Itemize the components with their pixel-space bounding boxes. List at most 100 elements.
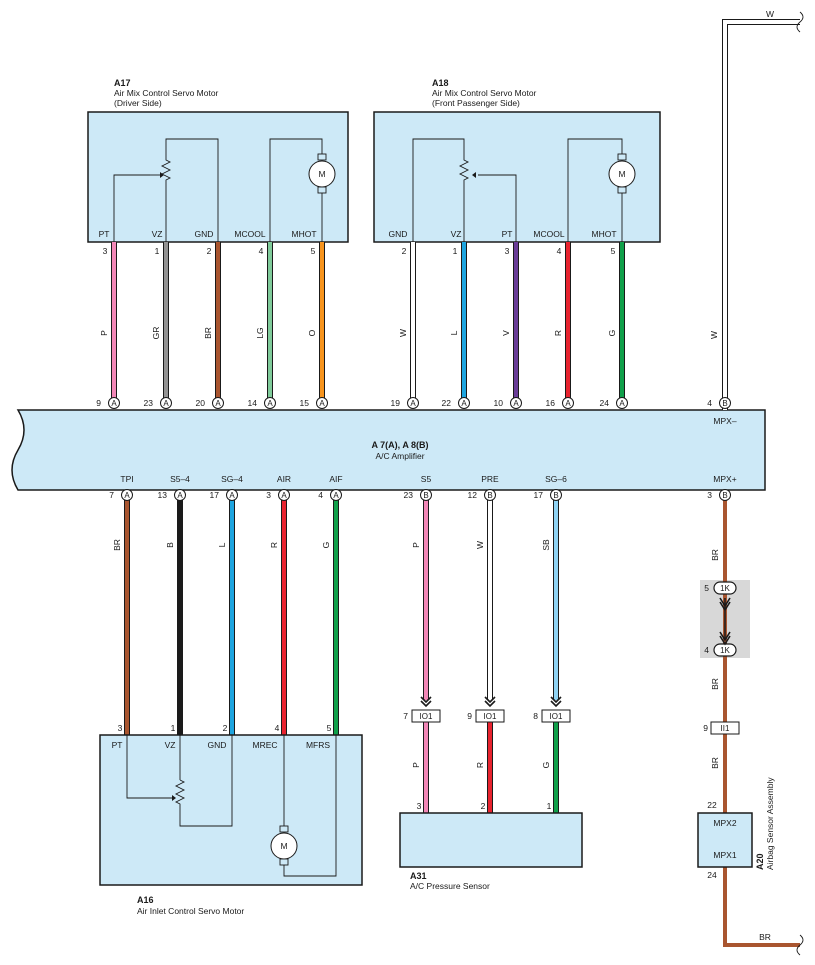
top-wire-from-pin-6: 1: [453, 246, 458, 256]
sensor-wire-terminal-0: S5: [421, 474, 432, 484]
top-wire-from-pin-3: 4: [259, 246, 264, 256]
sensor-wire-to-pin-0: 3: [417, 801, 422, 811]
a17-pin-vz: VZ: [152, 229, 163, 239]
sensor-wire-conn-2: B: [550, 489, 562, 501]
top-wire-from-pin-1: 1: [155, 246, 160, 256]
top-wire-from-pin-7: 3: [505, 246, 510, 256]
bottom-wire-conn-0: A: [121, 489, 133, 501]
a18-servo-motor: M GND VZ PT MCOOL MHOT: [373, 111, 661, 243]
a16-pin-mfrs: MFRS: [306, 740, 330, 750]
bottom-wire-code-0: BR: [112, 539, 122, 551]
a18-pin-mcool: MCOOL: [533, 229, 564, 239]
top-wire-code-2: BR: [203, 327, 213, 339]
top-wire-code-4: O: [307, 329, 317, 336]
mpx-plus-mpx1-pin: 24: [707, 870, 717, 880]
sensor-junction-pin-2: 8: [533, 711, 538, 721]
bottom-wire-amp-pin-1: 13: [158, 490, 168, 500]
bottom-wire-terminal-4: AIF: [329, 474, 342, 484]
a16-motor-label: M: [280, 841, 287, 851]
a17-servo-motor: M PT VZ GND MCOOL MHOT: [87, 111, 349, 243]
top-wire-code-8: R: [553, 330, 563, 336]
mpx-plus-link-arrows: [719, 597, 731, 646]
mpx-minus-code-top: W: [766, 9, 774, 19]
mpx-plus-line: [723, 490, 800, 947]
a20-pin-mpx2: MPX2: [713, 818, 736, 828]
sensor-wire-chevron-2: [550, 696, 562, 708]
sensor-wire-conn-0: B: [420, 489, 432, 501]
mpx-plus-junction-j1: 1K5: [704, 581, 737, 595]
bottom-wire-amp-pin-3: 3: [266, 490, 271, 500]
mpx-minus-code: W: [709, 331, 719, 339]
bottom-wire-conn-0-letter: A: [124, 491, 130, 500]
bottom-wire-code-3: R: [269, 542, 279, 548]
top-wire-code-3: LG: [255, 327, 265, 338]
top-wire-amp-pin-2: 20: [196, 398, 206, 408]
a17-pin-pt: PT: [99, 229, 110, 239]
sensor-wire-code-1: W: [475, 541, 485, 549]
top-wire-conn-1: A: [160, 397, 172, 409]
top-wire-amp-pin-5: 19: [391, 398, 401, 408]
a20-name: Airbag Sensor Assembly: [765, 777, 775, 870]
a17-id: A17: [114, 78, 131, 88]
bottom-wire-to-pin-4: 5: [327, 723, 332, 733]
sensor-junction-1: IO1: [475, 709, 505, 723]
a18-pin-pt: PT: [502, 229, 513, 239]
bottom-wire-amp-pin-4: 4: [318, 490, 323, 500]
a31-pressure-sensor: [399, 812, 583, 868]
top-wire-group: 3P9ATPD1GR23AS5–12BR20ASG–14LG14AAMDC5O1…: [96, 242, 634, 426]
sensor-wire-code-2: SB: [541, 539, 551, 551]
ac-amplifier: A 7(A), A 8(B) A/C Amplifier: [11, 409, 766, 491]
top-wire-amp-pin-9: 24: [600, 398, 610, 408]
top-wire-amp-pin-3: 14: [248, 398, 258, 408]
a31-id: A31: [410, 871, 427, 881]
bottom-wire-terminal-3: AIR: [277, 474, 291, 484]
bottom-wire-code-4: G: [321, 542, 331, 549]
bottom-wire-terminal-0: TPI: [120, 474, 133, 484]
a18-sub: (Front Passenger Side): [432, 98, 520, 108]
bottom-wire-terminal-2: SG–4: [221, 474, 243, 484]
a17-pin-gnd: GND: [195, 229, 214, 239]
bottom-wire-conn-2-letter: A: [229, 491, 235, 500]
a18-pin-gnd: GND: [389, 229, 408, 239]
sensor-junction-0: IO1: [411, 709, 441, 723]
bottom-wire-conn-1-letter: A: [177, 491, 183, 500]
a17-pin-mhot: MHOT: [291, 229, 316, 239]
top-wire-from-pin-4: 5: [311, 246, 316, 256]
top-wire-conn-3-letter: A: [267, 399, 273, 408]
sensor-junction-pin-1: 9: [467, 711, 472, 721]
a16-pin-pt: PT: [112, 740, 123, 750]
a16-pin-vz: VZ: [165, 740, 176, 750]
a17-pin-mcool: MCOOL: [234, 229, 265, 239]
mpx-plus-to-pin: 22: [707, 800, 717, 810]
top-wire-from-pin-2: 2: [207, 246, 212, 256]
sensor-wire-amp-pin-0: 23: [404, 490, 414, 500]
bottom-wire-terminal-1: S5–4: [170, 474, 190, 484]
a16-name: Air Inlet Control Servo Motor: [137, 906, 244, 916]
sensor-wire-amp-pin-1: 12: [468, 490, 478, 500]
mpx-plus-code1: BR: [710, 549, 720, 561]
top-wire-code-6: L: [449, 330, 459, 335]
a31-name: A/C Pressure Sensor: [410, 881, 490, 891]
top-wire-conn-3: A: [264, 397, 276, 409]
bottom-wire-conn-3: A: [278, 489, 290, 501]
top-wire-code-1: GR: [151, 327, 161, 340]
mpx-minus-conn-circle-letter: B: [722, 399, 727, 408]
top-wire-code-9: G: [607, 330, 617, 337]
top-wire-amp-pin-8: 16: [546, 398, 556, 408]
top-wire-from-pin-9: 5: [611, 246, 616, 256]
mpx-plus-amp-pin: 3: [707, 490, 712, 500]
top-wire-conn-0: A: [108, 397, 120, 409]
sensor-wire-terminal-1: PRE: [481, 474, 499, 484]
a18-pin-vz: VZ: [451, 229, 462, 239]
mpx-plus-j1-label: 1K: [720, 584, 730, 593]
bottom-wire-amp-pin-2: 17: [210, 490, 220, 500]
bottom-wire-amp-pin-0: 7: [109, 490, 114, 500]
a17-name: Air Mix Control Servo Motor: [114, 88, 219, 98]
mpx-plus-j2-label: 1K: [720, 646, 730, 655]
sensor-wire-to-pin-1: 2: [481, 801, 486, 811]
top-wire-code-5: W: [398, 329, 408, 337]
top-wire-conn-0-letter: A: [111, 399, 117, 408]
